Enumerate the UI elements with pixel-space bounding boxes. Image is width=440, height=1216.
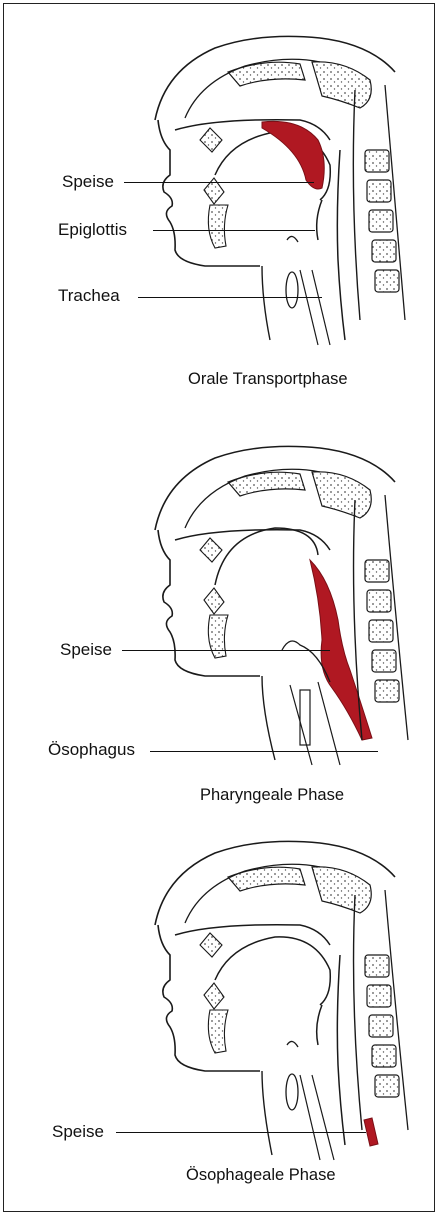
head-section-illustration	[0, 0, 440, 405]
label-speise: Speise	[62, 172, 114, 192]
caption-oesophageal-phase: Ösophageale Phase	[186, 1166, 336, 1185]
food-bolus	[364, 1118, 378, 1146]
label-speise: Speise	[60, 640, 112, 660]
label-trachea: Trachea	[58, 286, 120, 306]
leader-trachea	[138, 297, 322, 298]
food-bolus	[262, 121, 324, 189]
leader-speise	[122, 650, 330, 651]
leader-epiglottis	[153, 230, 315, 231]
head-section-illustration	[0, 830, 440, 1210]
label-oesophagus: Ösophagus	[48, 740, 135, 760]
panel-oral-phase: Speise Epiglottis Trachea Orale Transpor…	[0, 0, 440, 405]
head-section-illustration	[0, 420, 440, 825]
leader-speise	[116, 1132, 366, 1133]
label-epiglottis: Epiglottis	[58, 220, 127, 240]
caption-oral-phase: Orale Transportphase	[188, 370, 348, 389]
panel-oesophageal-phase: Speise Ösophageale Phase	[0, 830, 440, 1210]
caption-pharyngeal-phase: Pharyngeale Phase	[200, 786, 344, 805]
panel-pharyngeal-phase: Speise Ösophagus Pharyngeale Phase	[0, 420, 440, 825]
label-speise: Speise	[52, 1122, 104, 1142]
leader-speise	[124, 182, 314, 183]
leader-oesophagus	[150, 751, 378, 752]
